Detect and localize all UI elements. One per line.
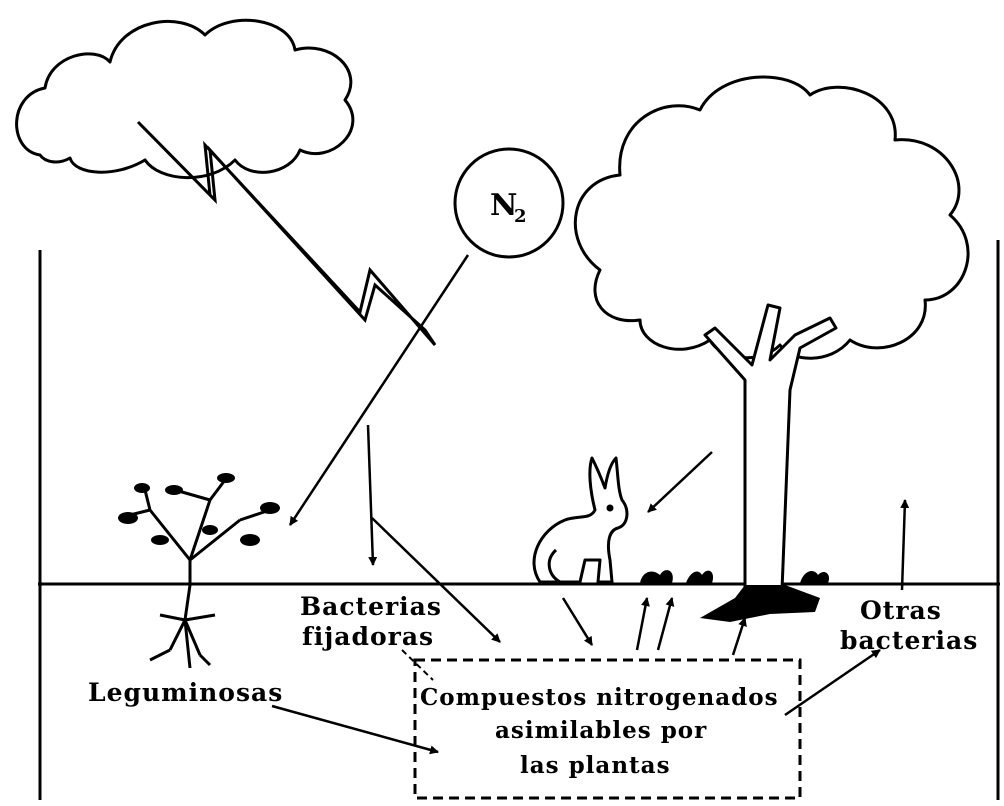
n2-subscript: 2 [514, 206, 527, 227]
compounds-box [413, 658, 802, 800]
rabbit [532, 456, 629, 584]
tree-roots [700, 585, 820, 622]
arrow-upward-bacteria [900, 499, 910, 591]
label-otras-bacterias-line2: bacterias [840, 626, 979, 655]
legume-plant [129, 479, 271, 669]
label-compuestos-line2: asimilables por [495, 717, 708, 744]
tree-trunk [703, 303, 838, 592]
label-compuestos-line3: las plantas [520, 752, 671, 779]
legume-leaves [118, 473, 280, 546]
lightning-bolt [136, 120, 437, 346]
arrow-n2-to-legume [288, 254, 470, 526]
small-plants [640, 570, 830, 583]
n2-circle [453, 147, 565, 259]
n2-symbol: N [490, 188, 517, 223]
arrow-soil-down [561, 597, 594, 646]
arrow-box-to-otras [784, 648, 881, 717]
label-bacterias-fijadoras-line1: Bacterias [300, 592, 442, 621]
arrow-to-rabbit [647, 451, 713, 513]
arrow-bacteria-to-compounds [371, 517, 501, 643]
arrow-plant-up-2 [656, 597, 675, 651]
label-leguminosas: Leguminosas [88, 678, 284, 707]
cloud [15, 18, 355, 180]
dashed-link-fijadoras [401, 649, 434, 681]
arrow-lightning-to-soil [366, 424, 378, 566]
arrow-leguminosas-to-box [271, 704, 439, 755]
label-otras-bacterias-line1: Otras [860, 596, 942, 625]
arrow-plant-up-1 [635, 597, 650, 651]
arrow-tree-up [731, 617, 747, 656]
label-compuestos-line1: Compuestos nitrogenados [420, 684, 779, 711]
label-bacterias-fijadoras-line2: fijadoras [302, 622, 435, 651]
